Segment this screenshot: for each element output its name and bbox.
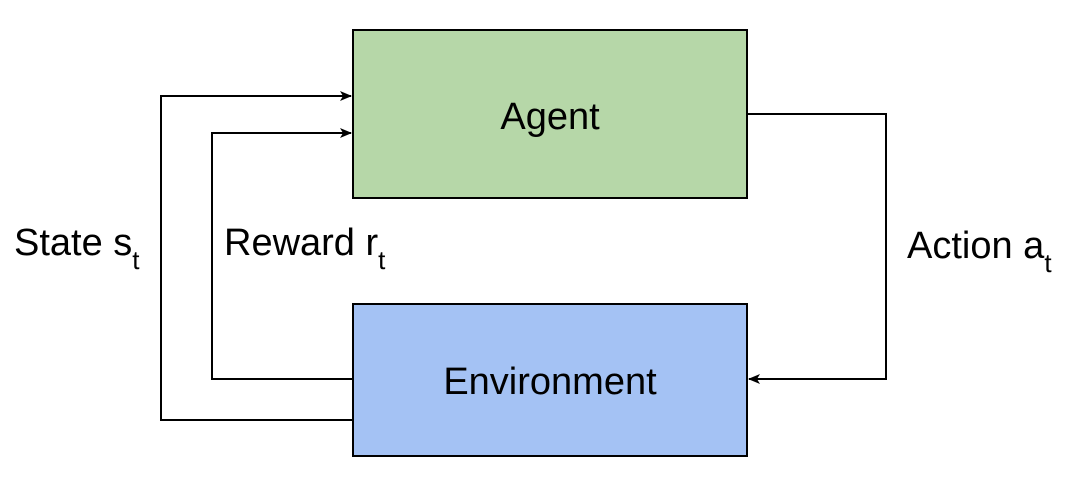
state-edge-label-subscript: t — [132, 245, 140, 275]
reward-edge-label-main: Reward r — [224, 222, 378, 264]
state-edge-label: State st — [14, 222, 140, 275]
environment-box — [352, 303, 748, 457]
environment-node: Environment — [352, 303, 748, 457]
state-edge-arrow — [160, 91, 353, 421]
agent-label: Agent — [500, 96, 600, 138]
reward-edge-label-subscript: t — [378, 245, 386, 275]
environment-label: Environment — [443, 361, 657, 403]
agent-node: Agent — [352, 29, 748, 199]
action-edge-label-main: Action a — [907, 225, 1045, 267]
reward-edge-label: Reward rt — [224, 222, 386, 275]
agent-box — [352, 29, 748, 199]
action-edge-label-subscript: t — [1044, 248, 1052, 278]
action-edge-arrow — [747, 113, 887, 384]
action-edge-label: Action at — [907, 225, 1052, 278]
state-edge-label-main: State s — [14, 222, 132, 264]
reward-edge-arrow — [211, 128, 353, 380]
